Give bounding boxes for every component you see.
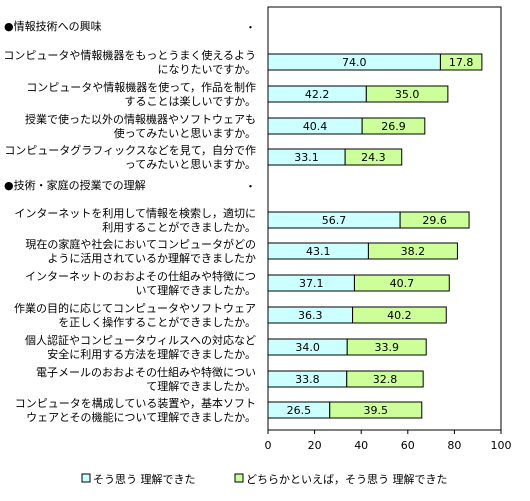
category-label: インターネットを利用して情報を検索し，適切に	[14, 206, 256, 220]
data-label: 36.3	[298, 309, 323, 322]
category-label: 安全に利用する方法を理解できましたか。	[47, 347, 256, 361]
category-label: いて理解できましたか。	[136, 283, 256, 297]
category-label: ウェアとその機能について理解できましたか。	[26, 410, 256, 424]
data-label: 40.2	[387, 309, 412, 322]
data-label: 33.9	[374, 341, 399, 354]
category-label: 電子メールのおおよその仕組みや特徴につい	[36, 365, 256, 379]
category-label: インターネットのおおよその仕組みや特徴につ	[25, 269, 256, 283]
data-label: 40.7	[390, 277, 415, 290]
data-label: 38.2	[401, 245, 426, 258]
section-marker: ・	[245, 21, 256, 34]
section-title: ●情報技術への興味	[4, 20, 102, 33]
legend-swatch	[234, 473, 244, 483]
category-label: ように活用されているか理解できましたか	[47, 251, 256, 265]
category-label: コンピュータや情報機器をもっとうまく使えるよう	[3, 48, 256, 62]
data-label: 40.4	[303, 120, 328, 133]
legend-label: そう思う 理解できた	[93, 472, 196, 486]
bar-somewhat-agree	[344, 148, 403, 166]
bar-somewhat-agree	[399, 211, 470, 229]
x-tick-label: 20	[308, 439, 322, 452]
category-label: コンピュータグラフィックスなどを見て，自分で作	[4, 143, 256, 157]
category-label: 個人認証やコンピュータウィルスへの対応など	[25, 333, 256, 347]
data-label: 34.0	[295, 341, 320, 354]
x-tick-label: 60	[401, 439, 415, 452]
x-tick-label: 80	[447, 439, 461, 452]
category-label: て理解できましたか。	[146, 379, 256, 393]
data-label: 33.8	[295, 373, 320, 386]
bar-somewhat-agree	[367, 242, 458, 260]
category-label: することは楽しいですか。	[125, 95, 256, 108]
legend-swatch	[81, 473, 91, 483]
category-label: 使ってみたいと思いますか。	[114, 127, 256, 140]
bar-somewhat-agree	[365, 85, 449, 103]
data-label: 17.8	[449, 56, 474, 69]
bar-somewhat-agree	[329, 401, 423, 419]
bar-somewhat-agree	[346, 338, 427, 356]
category-label: 現在の家庭や社会においてコンピュータがどの	[25, 237, 256, 251]
bar-somewhat-agree	[361, 117, 426, 135]
data-label: 42.2	[305, 88, 330, 101]
bar-somewhat-agree	[439, 53, 483, 71]
bar-somewhat-agree	[346, 370, 424, 388]
data-label: 39.5	[364, 404, 389, 417]
data-label: 74.0	[342, 56, 367, 69]
data-label: 43.1	[306, 245, 331, 258]
legend-label: どちらかといえば，そう思う 理解できた	[246, 472, 448, 486]
category-label: になりたいですか。	[158, 63, 256, 76]
bar-somewhat-agree	[352, 306, 447, 324]
category-label: 利用することができましたか。	[102, 220, 256, 234]
data-label: 26.9	[381, 120, 406, 133]
x-tick-label: 0	[265, 439, 272, 452]
data-label: 29.6	[422, 214, 447, 227]
x-tick-label: 100	[491, 439, 512, 452]
category-label: ってみたいと思いますか。	[125, 158, 256, 171]
category-label: を正しく操作することができましたか。	[58, 315, 256, 329]
x-tick-label: 40	[354, 439, 368, 452]
category-label: 作業の目的に応じてコンピュータやソフトウェア	[14, 301, 256, 315]
bar-somewhat-agree	[353, 274, 450, 292]
data-label: 33.1	[294, 151, 319, 164]
category-label: コンピュータを構成している装置や，基本ソフト	[15, 396, 256, 410]
data-label: 24.3	[361, 151, 386, 164]
section-title: ●技術・家庭の授業での理解	[4, 178, 146, 192]
data-label: 32.8	[373, 373, 398, 386]
section-marker: ・	[245, 180, 256, 193]
category-label: 授業で使った以外の情報機器やソフトウェアも	[25, 112, 256, 126]
data-label: 56.7	[322, 214, 347, 227]
data-label: 35.0	[395, 88, 420, 101]
category-label: コンピュータや情報機器を使って，作品を制作	[26, 80, 256, 94]
data-label: 26.5	[287, 404, 312, 417]
data-label: 37.1	[299, 277, 324, 290]
